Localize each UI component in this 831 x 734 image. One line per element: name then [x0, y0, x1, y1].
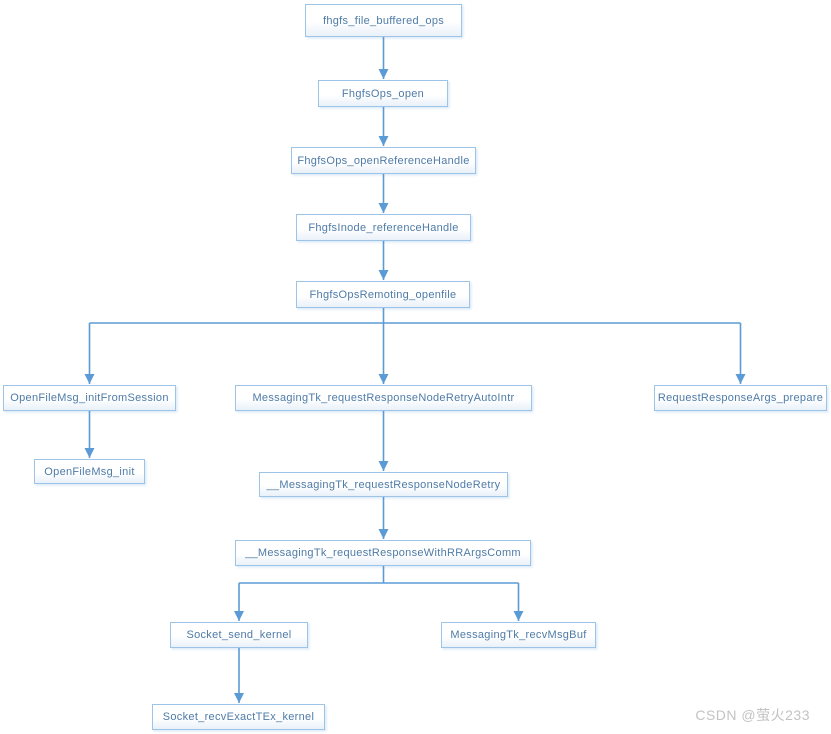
node-requestresponseargs-prepare: RequestResponseArgs_prepare — [654, 385, 827, 411]
node-fhgfsops-open: FhgfsOps_open — [318, 80, 448, 107]
node-messagingtk-recvmsgbuf: MessagingTk_recvMsgBuf — [441, 622, 596, 648]
node-fhgfsops-openreferencehandle: FhgfsOps_openReferenceHandle — [291, 147, 476, 174]
csdn-watermark: CSDN @萤火233 — [695, 707, 810, 723]
node-openfilemsg-init: OpenFileMsg_init — [34, 459, 145, 484]
node-socket-recvexacttex-kernel: Socket_recvExactTEx_kernel — [152, 704, 325, 730]
node-messagingtk-requestresponsenoderetryautointr: MessagingTk_requestResponseNodeRetryAuto… — [235, 385, 532, 411]
node-messagingtk-requestresponsenoderetry: __MessagingTk_requestResponseNodeRetry — [259, 472, 508, 497]
node-fhgfs-file-buffered-ops: fhgfs_file_buffered_ops — [305, 4, 462, 37]
node-socket-send-kernel: Socket_send_kernel — [170, 622, 308, 648]
node-fhgfsinode-referencehandle: FhgfsInode_referenceHandle — [296, 214, 471, 241]
node-openfilemsg-initfromsession: OpenFileMsg_initFromSession — [3, 385, 176, 411]
node-messagingtk-requestresponsewithrrargscomm: __MessagingTk_requestResponseWithRRArgsC… — [235, 540, 531, 566]
node-fhgfsopsremoting-openfile: FhgfsOpsRemoting_openfile — [296, 281, 470, 308]
